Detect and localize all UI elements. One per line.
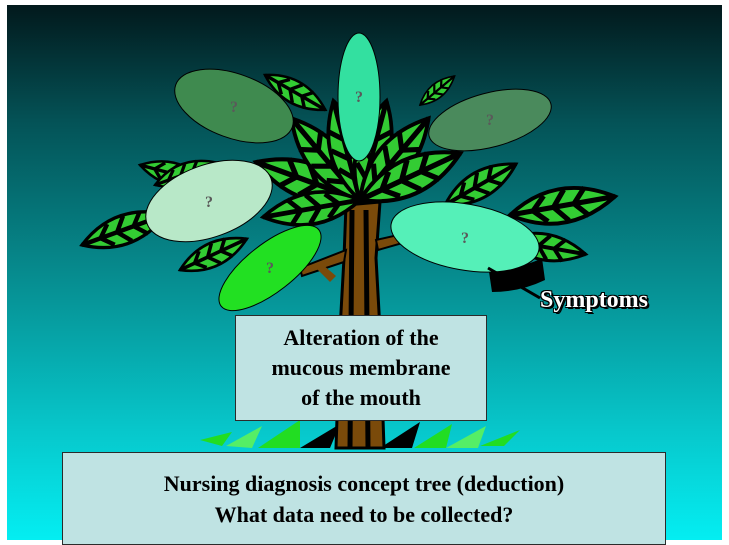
caption-box: Nursing diagnosis concept tree (deductio… xyxy=(62,452,666,545)
leaf-label-top-center: ? xyxy=(355,89,363,106)
leaf-label-mid-left: ? xyxy=(205,194,213,211)
symptoms-label: Symptoms xyxy=(540,287,648,314)
central-diagnosis-line-2: mucous membrane xyxy=(271,353,450,383)
central-diagnosis-line-1: Alteration of the xyxy=(283,323,438,353)
caption-line-1: Nursing diagnosis concept tree (deductio… xyxy=(164,468,565,499)
leaf-label-right: ? xyxy=(461,230,469,247)
central-diagnosis-line-3: of the mouth xyxy=(301,383,421,413)
leaf-label-top-right: ? xyxy=(486,112,494,129)
leaf-label-lower-left: ? xyxy=(266,260,274,277)
caption-line-2: What data need to be collected? xyxy=(215,499,514,530)
central-diagnosis-box: Alteration of the mucous membrane of the… xyxy=(235,315,487,421)
leaf-label-top-left: ? xyxy=(230,99,238,116)
